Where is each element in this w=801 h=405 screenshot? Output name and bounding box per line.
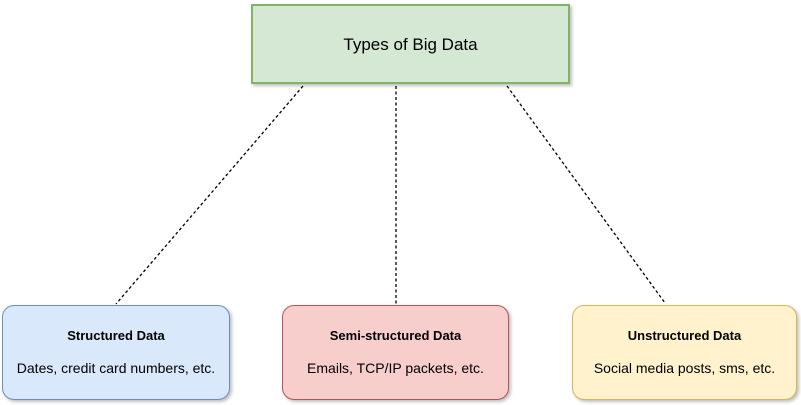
node-types-of-big-data: Types of Big Data (251, 4, 570, 84)
node-unstructured-data: Unstructured Data Social media posts, sm… (572, 305, 797, 400)
structured-data-description: Dates, credit card numbers, etc. (16, 360, 216, 376)
semi-structured-data-title: Semi-structured Data (329, 328, 462, 343)
node-semi-structured-data: Semi-structured Data Emails, TCP/IP pack… (282, 305, 509, 400)
connector-root-to-structured (115, 85, 304, 305)
unstructured-data-title: Unstructured Data (627, 328, 742, 343)
root-node-label: Types of Big Data (343, 34, 478, 54)
node-structured-data: Structured Data Dates, credit card numbe… (2, 305, 230, 400)
structured-data-title: Structured Data (67, 328, 165, 343)
unstructured-data-description: Social media posts, sms, etc. (593, 360, 776, 376)
connector-root-to-unstructured (506, 85, 666, 304)
semi-structured-data-description: Emails, TCP/IP packets, etc. (307, 360, 484, 376)
